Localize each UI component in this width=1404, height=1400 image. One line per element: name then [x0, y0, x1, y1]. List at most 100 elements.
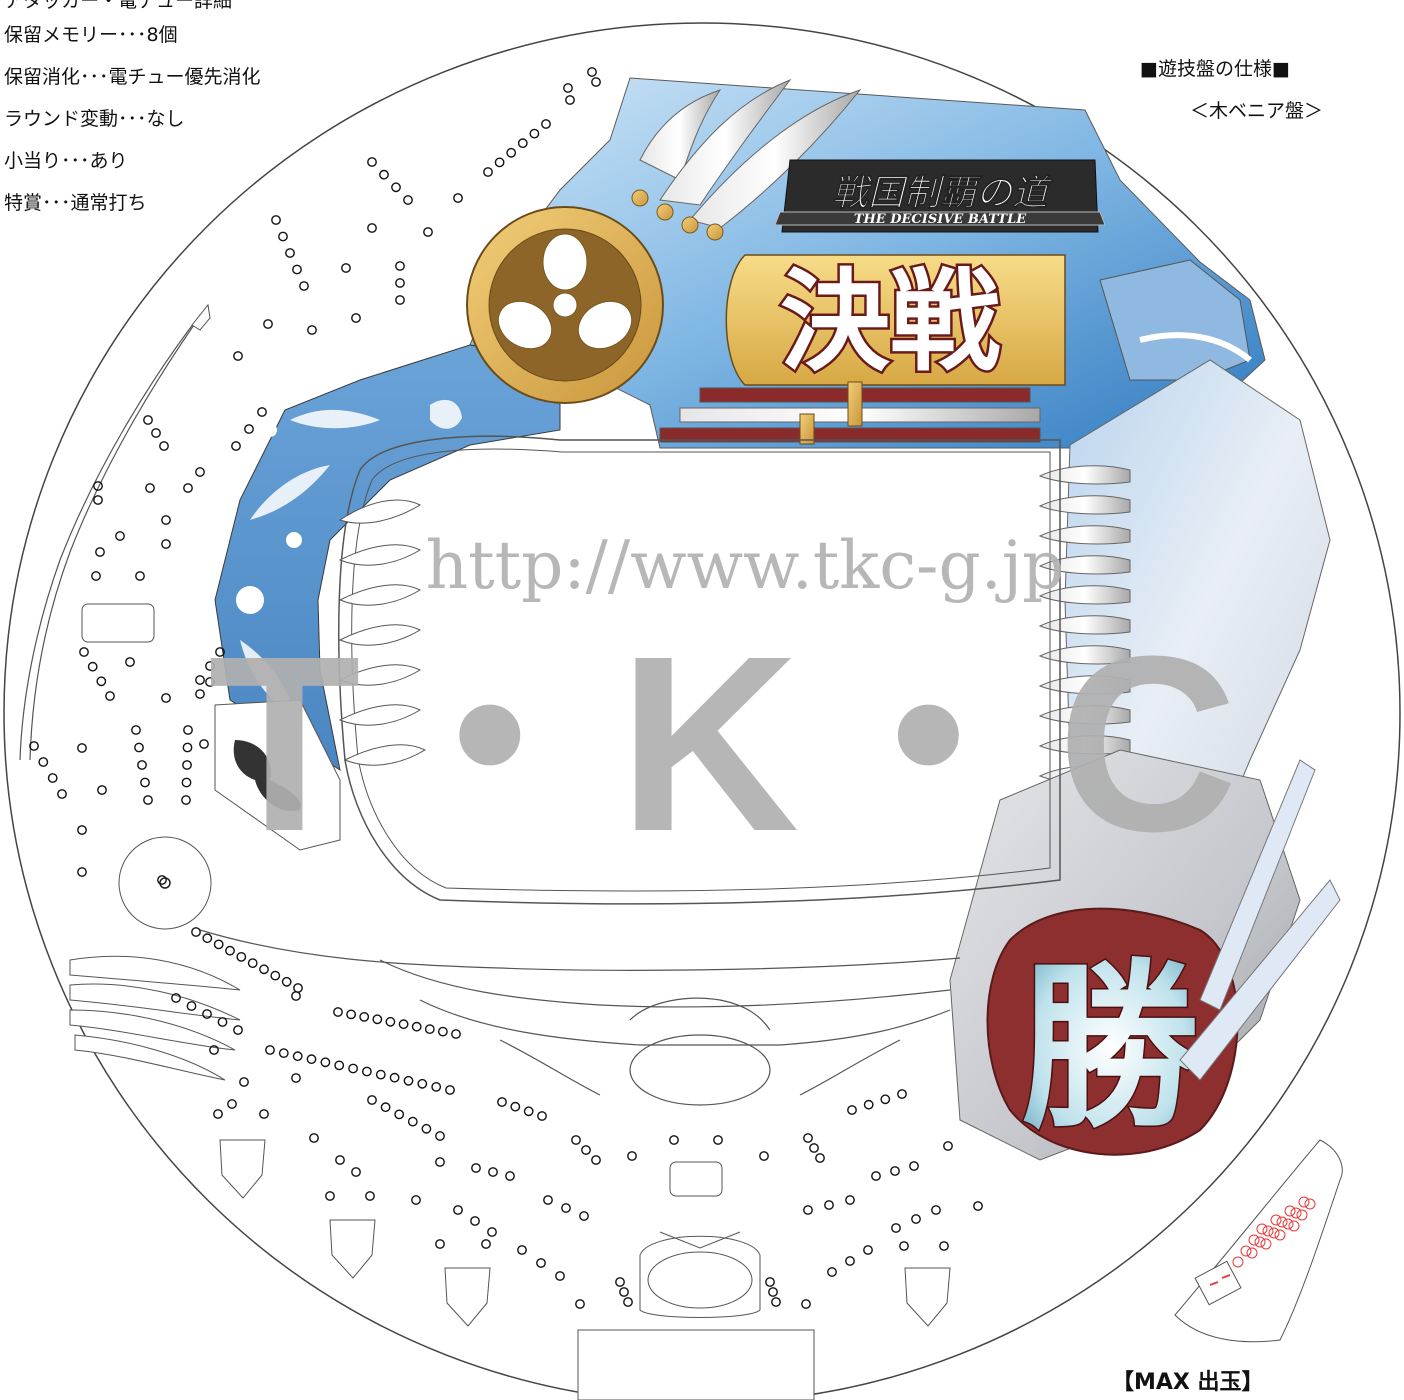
- silver-spike: [1038, 465, 1131, 485]
- pin: [809, 1143, 819, 1153]
- pin: [571, 1135, 581, 1145]
- pin: [453, 193, 463, 203]
- pin: [890, 1166, 900, 1176]
- pin: [880, 1094, 891, 1105]
- pin: [759, 1151, 769, 1161]
- pin: [537, 1111, 547, 1121]
- pin: [195, 689, 205, 699]
- pin: [911, 1214, 921, 1224]
- pin: [365, 1191, 375, 1201]
- pin: [291, 1073, 301, 1083]
- pin: [471, 1163, 481, 1173]
- pin: [359, 1012, 370, 1022]
- pin: [536, 1258, 546, 1268]
- watermark-logo: T・K・C: [208, 604, 1242, 883]
- pin: [247, 958, 258, 968]
- win-glyph: 勝: [1020, 942, 1201, 1153]
- pin: [827, 1267, 837, 1277]
- pin: [445, 1085, 455, 1095]
- pin: [135, 571, 145, 581]
- pin: [292, 1051, 303, 1062]
- pin: [389, 1072, 400, 1083]
- pin: [497, 1097, 507, 1107]
- pin: [375, 1069, 386, 1080]
- pin: [627, 1151, 637, 1161]
- pin: [483, 167, 493, 177]
- pin: [395, 278, 405, 288]
- pin: [195, 467, 205, 477]
- pin: [181, 777, 192, 788]
- pin: [863, 1245, 873, 1255]
- silver-spike: [1038, 525, 1131, 545]
- pin: [334, 1060, 345, 1071]
- spec-cut-line: アタッカー・電チュー詳細: [4, 0, 233, 12]
- pin: [395, 261, 405, 271]
- pin: [93, 481, 103, 491]
- pin: [565, 95, 575, 105]
- pin: [182, 742, 193, 753]
- pin: [291, 991, 301, 1001]
- silver-spike: [1038, 555, 1131, 575]
- spec-hold-consume: 保留消化･･･電チュー優先消化: [4, 66, 261, 88]
- pin: [529, 128, 540, 139]
- pin: [581, 1145, 591, 1155]
- pin: [871, 1171, 881, 1181]
- pin: [159, 441, 169, 451]
- pin: [257, 407, 267, 417]
- pin: [361, 1066, 372, 1077]
- pin: [225, 945, 235, 956]
- pin: [325, 1191, 335, 1201]
- pin: [863, 1099, 874, 1110]
- pin: [259, 1109, 269, 1119]
- pin: [57, 789, 67, 799]
- pin: [891, 1223, 901, 1233]
- pin: [579, 1211, 589, 1221]
- board-spec-title: ■遊技盤の仕様■: [1140, 58, 1290, 80]
- pin: [411, 1021, 422, 1032]
- pin: [205, 677, 215, 687]
- pin: [299, 281, 309, 291]
- pin: [270, 970, 281, 981]
- pin: [543, 1195, 553, 1205]
- pin: [134, 742, 144, 753]
- pin: [623, 1297, 633, 1307]
- pin: [398, 1019, 409, 1030]
- pin: [619, 1287, 629, 1297]
- pin: [79, 647, 89, 657]
- pin: [897, 1089, 907, 1099]
- pin: [47, 773, 58, 783]
- pin: [293, 983, 303, 993]
- pin: [541, 119, 551, 129]
- pin: [213, 939, 224, 950]
- led-lamp: [1274, 1229, 1286, 1241]
- banner-text: 決戦: [780, 257, 1000, 386]
- pin: [157, 875, 167, 885]
- led-lamp: [1284, 1205, 1296, 1217]
- pin: [765, 1277, 775, 1287]
- start-chucker: [669, 1161, 723, 1197]
- pin: [233, 351, 243, 361]
- pin: [191, 927, 201, 937]
- pin: [183, 483, 193, 493]
- pin: [125, 657, 135, 667]
- pin: [973, 1201, 983, 1211]
- pin: [505, 1171, 515, 1181]
- pin: [523, 1106, 534, 1117]
- pin: [320, 1057, 331, 1068]
- attacker: [639, 1231, 761, 1318]
- pin: [341, 263, 351, 273]
- right-column: [1064, 359, 1331, 881]
- pin: [161, 539, 171, 549]
- crest-disc: [466, 206, 664, 404]
- pin: [195, 675, 205, 685]
- led-lamp: [1304, 1198, 1316, 1210]
- pin: [239, 1077, 249, 1087]
- pin: [768, 1287, 778, 1297]
- pin: [424, 1024, 435, 1035]
- pin: [143, 415, 153, 425]
- pin: [587, 67, 597, 77]
- led-lamp: [1270, 1214, 1282, 1226]
- led-lamps: [1232, 1196, 1316, 1268]
- led-lamp: [1262, 1225, 1274, 1237]
- pin: [217, 1017, 228, 1027]
